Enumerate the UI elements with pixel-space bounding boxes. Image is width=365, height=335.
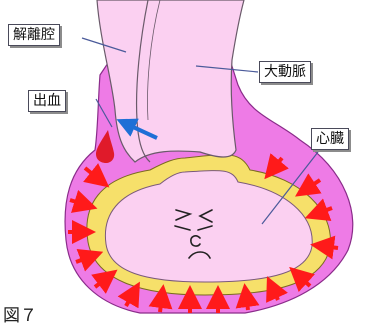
label-dissection-cavity: 解離腔: [8, 24, 60, 46]
pressure-arrow-icon: [246, 295, 248, 310]
figure-label: 図７: [3, 301, 37, 326]
label-bleeding: 出血: [28, 90, 66, 112]
label-aorta: 大動脈: [259, 61, 311, 83]
pressure-arrow-icon: [160, 296, 162, 312]
label-heart: 心臓: [311, 128, 349, 150]
pressure-arrow-icon: [322, 246, 338, 248]
